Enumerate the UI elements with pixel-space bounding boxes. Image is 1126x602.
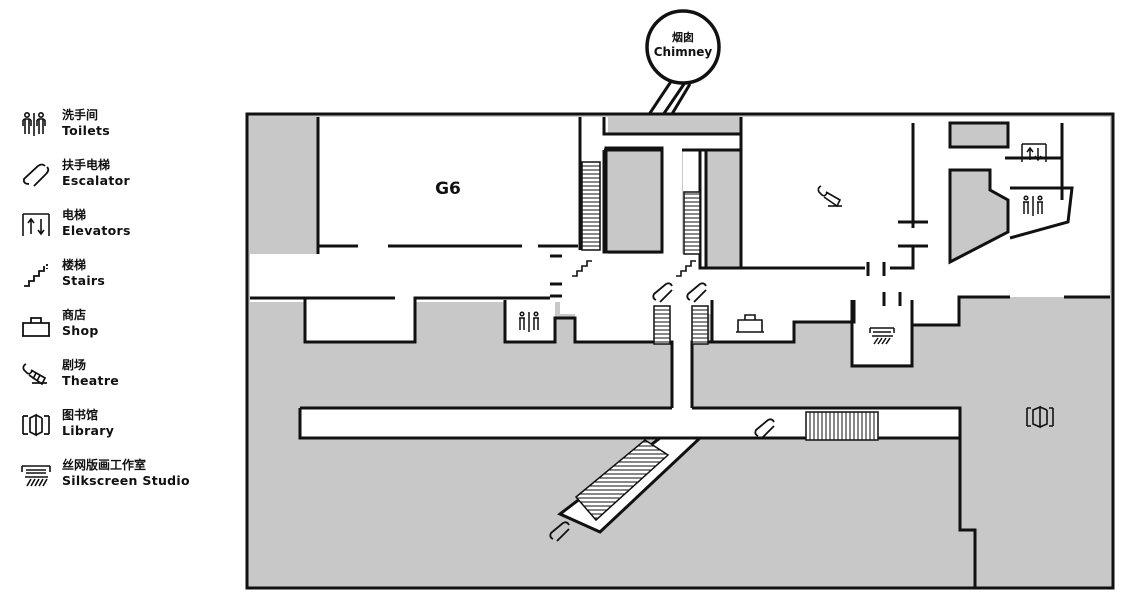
legend-item-escalator: 扶手电梯 Escalator xyxy=(20,158,220,194)
diagonal-stairs xyxy=(574,439,670,522)
map-escalator-icon xyxy=(686,282,707,303)
legend-label-en: Escalator xyxy=(62,173,130,188)
stairs-left xyxy=(581,161,601,251)
legend-label-cn: 图书馆 xyxy=(62,408,99,422)
shop-icon xyxy=(22,317,50,337)
gallery-label-g6: G6 xyxy=(435,179,461,199)
legend-item-shop: 商店 Shop xyxy=(20,308,220,344)
legend-label-cn: 商店 xyxy=(62,308,87,322)
legend-item-toilets: 洗手间 Toilets xyxy=(20,108,220,144)
silkscreen-icon xyxy=(21,465,51,487)
legend-label-en: Elevators xyxy=(62,223,131,238)
stairs-lower-left xyxy=(653,305,671,345)
map-escalator-icon xyxy=(754,418,775,439)
legend-label-cn: 楼梯 xyxy=(62,258,87,272)
map-silkscreen-icon xyxy=(869,327,895,345)
toilets-icon xyxy=(22,111,46,136)
legend-item-elevators: 电梯 Elevators xyxy=(20,208,220,244)
legend-item-library: 图书馆 Library xyxy=(20,408,220,444)
legend-label-cn: 扶手电梯 xyxy=(62,158,111,172)
stairs-icon xyxy=(24,264,48,287)
legend-label-cn: 丝网版画工作室 xyxy=(62,458,147,472)
legend-label-en: Silkscreen Studio xyxy=(62,473,190,488)
map-stairs-icon xyxy=(676,260,696,277)
legend-item-theatre: 剧场 Theatre xyxy=(20,358,220,394)
map-legend: 洗手间 Toilets 扶手电梯 Escalator 电梯 Elevators xyxy=(20,108,220,498)
map-shop-icon xyxy=(736,314,764,333)
legend-label-cn: 洗手间 xyxy=(62,108,99,122)
floor-areas xyxy=(250,117,1110,438)
chimney-label-cn: 烟囱 xyxy=(672,30,694,44)
chimney-label-en: Chimney xyxy=(654,45,713,59)
legend-label-en: Toilets xyxy=(62,123,111,138)
map-stairs-icon xyxy=(572,260,592,277)
map-toilets-icon xyxy=(1023,195,1043,216)
legend-label-en: Library xyxy=(62,423,115,438)
map-library-icon xyxy=(1026,405,1054,429)
legend-label-cn: 剧场 xyxy=(62,358,87,372)
legend-label-en: Theatre xyxy=(62,373,120,388)
theatre-icon xyxy=(22,363,47,386)
map-escalator-icon xyxy=(549,521,570,542)
escalator-icon xyxy=(22,163,50,187)
map-toilets-icon xyxy=(519,311,539,332)
legend-item-stairs: 楼梯 Stairs xyxy=(20,258,220,294)
stairs-corridor xyxy=(805,411,879,441)
legend-label-en: Stairs xyxy=(62,273,106,288)
stairs-lower-right xyxy=(691,305,709,345)
legend-label-en: Shop xyxy=(62,323,99,338)
elevator-icon xyxy=(22,213,50,236)
map-elevator-icon xyxy=(1021,143,1047,162)
legend-item-silkscreen: 丝网版画工作室 Silkscreen Studio xyxy=(20,458,220,494)
map-escalator-icon xyxy=(652,282,673,303)
library-icon xyxy=(22,413,50,437)
stairs-center xyxy=(683,191,701,255)
chimney-circle xyxy=(645,9,721,85)
map-theatre-icon xyxy=(817,185,842,208)
legend-label-cn: 电梯 xyxy=(62,208,87,222)
